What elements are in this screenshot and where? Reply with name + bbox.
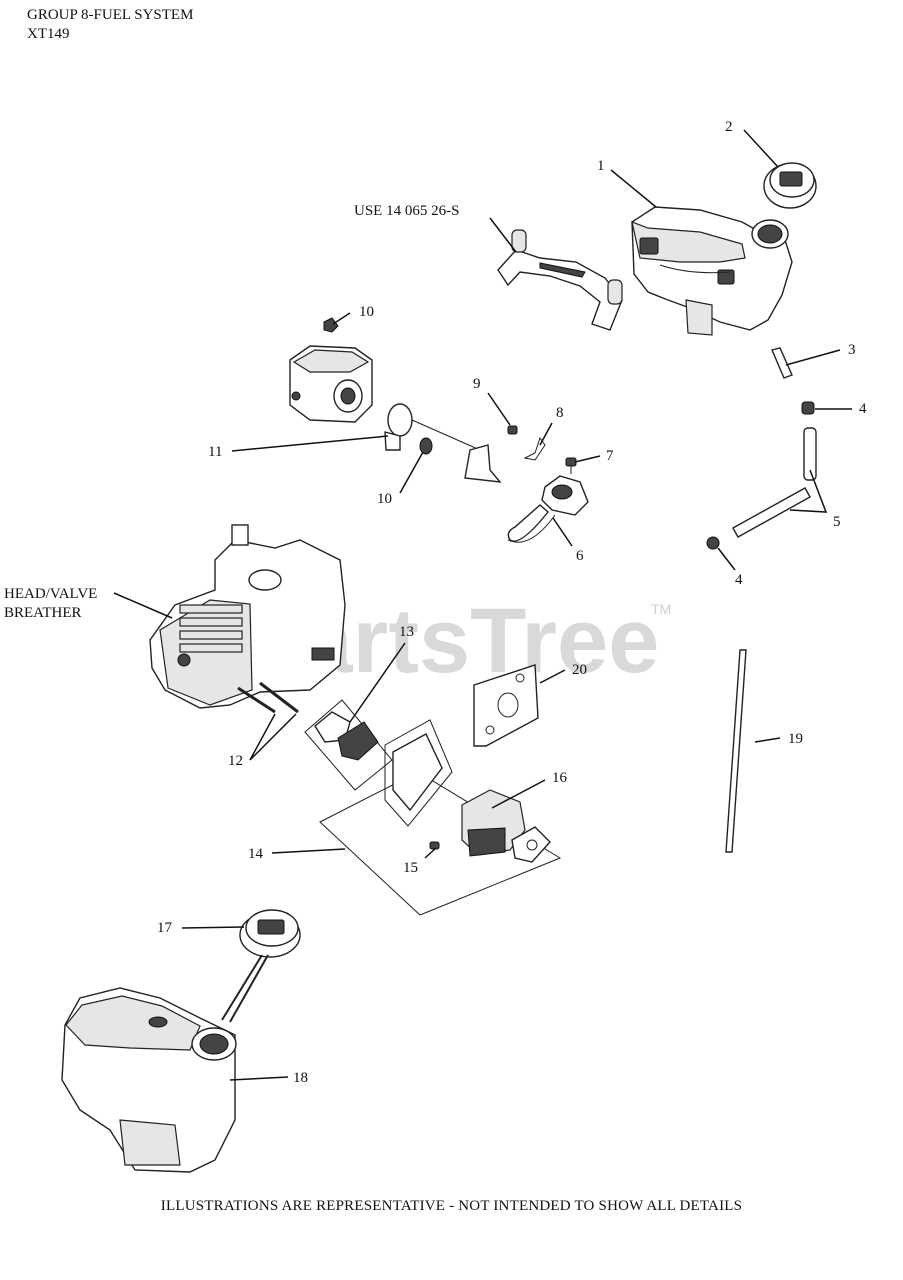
leader-16 (491, 779, 546, 809)
disclaimer-footer: ILLUSTRATIONS ARE REPRESENTATIVE - NOT I… (160, 1198, 743, 1214)
callout-15[interactable]: 15 (403, 860, 418, 876)
part-nut-lower[interactable] (419, 437, 433, 455)
callout-10b[interactable]: 10 (377, 491, 392, 507)
part-fuel-cap-lower[interactable] (221, 909, 301, 1023)
callout-16[interactable]: 16 (552, 770, 568, 786)
leader-7 (574, 455, 601, 463)
callout-9[interactable]: 9 (473, 376, 481, 392)
leader-10b (399, 451, 424, 494)
use-part-label: USE 14 065 26-S (354, 203, 459, 219)
callout-10a[interactable]: 10 (359, 304, 374, 320)
watermark-tm: TM (651, 601, 671, 617)
leader-19 (754, 737, 781, 743)
part-insulator-plate[interactable] (473, 664, 539, 747)
part-fuel-line-fitting[interactable] (771, 347, 793, 379)
leader-20 (539, 669, 566, 684)
part-screw-7[interactable] (565, 457, 577, 474)
callout-19[interactable]: 19 (788, 731, 803, 747)
callout-2[interactable]: 2 (725, 119, 733, 135)
leader-17 (181, 926, 245, 929)
diagram-title: GROUP 8-FUEL SYSTEM (27, 7, 194, 23)
callout-4a[interactable]: 4 (859, 401, 867, 417)
part-nut-upper[interactable] (323, 317, 339, 333)
leader-head-valve (113, 592, 173, 619)
leader-18 (229, 1076, 289, 1081)
breather-label: BREATHER (4, 605, 82, 621)
leader-14 (271, 848, 346, 854)
callout-18[interactable]: 18 (293, 1070, 308, 1086)
part-fuel-hoses[interactable] (732, 427, 817, 538)
callout-5[interactable]: 5 (833, 514, 841, 530)
leader-11 (231, 435, 389, 452)
part-fuel-cap[interactable] (763, 162, 817, 209)
part-hose-clamp-upper[interactable] (801, 401, 815, 415)
callout-11[interactable]: 11 (208, 444, 222, 460)
callout-8[interactable]: 8 (556, 405, 564, 421)
leader-9 (487, 392, 511, 426)
part-gasket-sheet[interactable] (384, 719, 453, 827)
leader-1 (610, 169, 657, 208)
part-carburetor[interactable] (461, 789, 551, 863)
callout-13[interactable]: 13 (399, 624, 414, 640)
part-tank-bracket[interactable] (497, 229, 623, 331)
leader-8 (539, 422, 553, 446)
leader-2 (743, 129, 779, 168)
part-engine-block[interactable] (149, 524, 346, 709)
part-hose-clamp-lower[interactable] (706, 536, 720, 550)
leader-15 (424, 847, 437, 859)
callout-12[interactable]: 12 (228, 753, 243, 769)
model-number: XT149 (27, 26, 70, 42)
head-valve-label: HEAD/VALVE (4, 586, 97, 602)
leader-10a (332, 312, 351, 325)
callout-7[interactable]: 7 (606, 448, 614, 464)
part-screw-9[interactable] (507, 425, 518, 435)
part-fuel-tank-upper[interactable] (631, 206, 793, 336)
callout-14[interactable]: 14 (248, 846, 264, 862)
callout-17[interactable]: 17 (157, 920, 173, 936)
callout-1[interactable]: 1 (597, 158, 605, 174)
leader-3 (785, 349, 841, 366)
leader-12 (249, 713, 297, 761)
part-rod-19[interactable] (725, 649, 747, 853)
callout-3[interactable]: 3 (848, 342, 856, 358)
leader-use (489, 217, 517, 253)
leader-13 (349, 642, 406, 723)
part-fuel-pump[interactable] (507, 475, 589, 543)
leader-4b (717, 547, 736, 571)
part-pushrods[interactable] (237, 681, 299, 714)
callout-6[interactable]: 6 (576, 548, 584, 564)
part-fuel-tank-lower[interactable] (61, 987, 237, 1173)
leader-6 (552, 517, 573, 547)
callout-20[interactable]: 20 (572, 662, 587, 678)
part-air-filter-cover[interactable] (289, 345, 373, 423)
part-gasket-13[interactable] (304, 699, 393, 791)
part-screw-15[interactable] (429, 841, 440, 850)
leader-5 (789, 469, 828, 513)
part-throttle-control[interactable] (384, 403, 502, 483)
callout-4b[interactable]: 4 (735, 572, 743, 588)
